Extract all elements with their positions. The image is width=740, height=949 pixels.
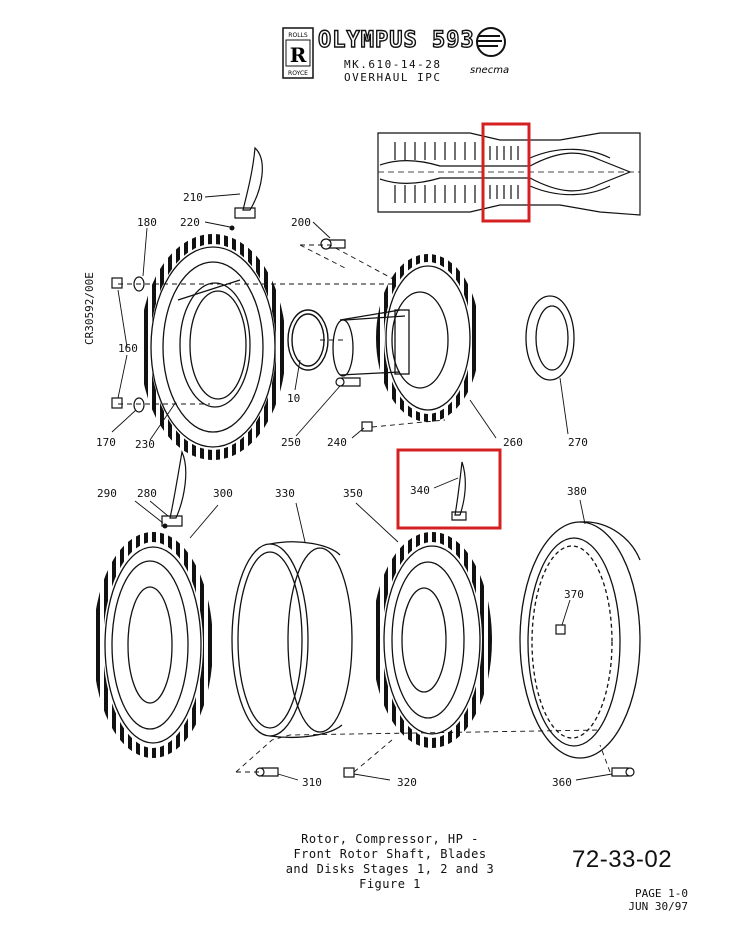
part-280-blade [161,449,187,527]
callout-220: 220 [180,216,200,229]
callout-210: 210 [183,191,203,204]
part-230-disk [140,234,286,460]
rolls-royce-logo: ROLLS R ROYCE [282,27,314,79]
caption-line-1: Rotor, Compressor, HP - [301,832,479,846]
part-170-washer [133,397,145,413]
assembly-lines-bottom [235,729,611,773]
callout-240: 240 [327,436,347,449]
part-350-disk [372,532,492,748]
callout-290: 290 [97,487,117,500]
engine-model: MK.610-14-28 [344,58,441,71]
part-270-ring [525,295,575,381]
callout-230: 230 [135,438,155,451]
part-370-nut [555,624,566,635]
callout-270: 270 [568,436,588,449]
part-200-bolt [320,238,346,250]
callout-320: 320 [397,776,417,789]
part-260-rotor-shaft [332,254,480,422]
highlight-box-cross-section [481,122,531,223]
callout-380: 380 [567,485,587,498]
callout-200: 200 [291,216,311,229]
part-210-blade [234,146,263,219]
engine-cross-section [377,132,641,216]
highlight-box-blade-340 [396,448,502,530]
document-number: 72-33-02 [572,846,673,873]
svg-text:R: R [290,43,307,67]
part-300-disk [93,532,213,758]
svg-text:ROLLS: ROLLS [288,32,308,39]
caption-line-3: and Disks Stages 1, 2 and 3 [285,862,495,876]
callout-10: 10 [287,392,300,405]
part-220-pin [229,225,235,231]
part-160-nut [111,277,123,409]
snecma-logo: snecma [470,27,509,76]
caption-line-2: Front Rotor Shaft, Blades [293,847,487,861]
svg-text:snecma: snecma [470,65,509,76]
revision-date: JUN 30/97 [628,900,688,913]
callout-280: 280 [137,487,157,500]
callout-370: 370 [564,588,584,601]
document-type: OVERHAUL IPC [344,71,441,84]
callout-170: 170 [96,436,116,449]
callout-labels: 210 220 180 200 160 10 250 170 230 240 2… [96,191,588,789]
caption-line-4: Figure 1 [359,877,421,891]
part-360-bolt [611,767,635,777]
part-290-pin [162,523,168,529]
page-info: PAGE 1-0 JUN 30/97 [598,887,688,913]
part-380-casing [519,521,641,759]
callout-310: 310 [302,776,322,789]
part-310-bolt [255,767,279,777]
callout-330: 330 [275,487,295,500]
part-340-blade [451,461,467,521]
figure-caption: Rotor, Compressor, HP - Front Rotor Shaf… [250,832,530,892]
callout-250: 250 [281,436,301,449]
callout-340: 340 [410,484,430,497]
part-250-bolt [335,377,361,387]
assembly-lines-top [118,244,446,428]
side-code: CR30592/00E [83,272,96,345]
callout-180: 180 [137,216,157,229]
engine-title: OLYMPUS 593 [318,28,475,53]
part-320-nut [343,767,355,778]
callout-360: 360 [552,776,572,789]
callout-160: 160 [118,342,138,355]
header: ROLLS R ROYCE OLYMPUS 593 MK.610-14-28 O… [282,27,509,84]
leader-lines [111,193,613,781]
part-330-drum [231,541,353,739]
callout-350: 350 [343,487,363,500]
svg-text:ROYCE: ROYCE [288,70,308,77]
callout-260: 260 [503,436,523,449]
page-number: PAGE 1-0 [635,887,688,900]
callout-300: 300 [213,487,233,500]
part-240-nut [361,421,373,432]
